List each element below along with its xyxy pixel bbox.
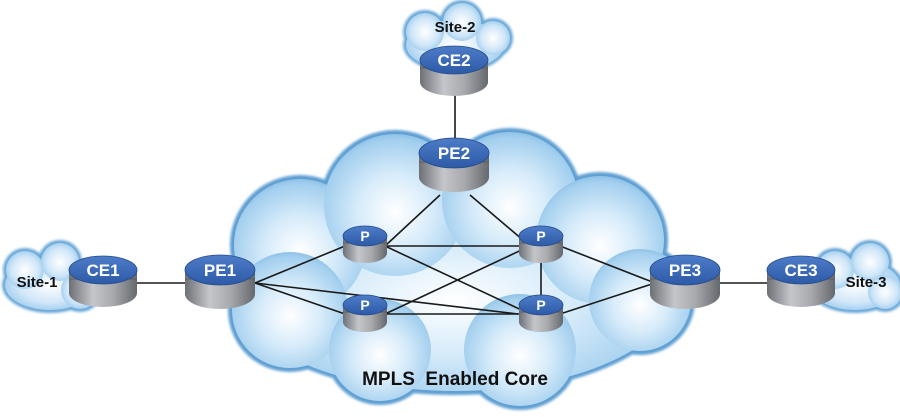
link-pe1-p-top-left	[254, 245, 346, 284]
router-p-bottom-left[interactable]: P	[342, 294, 388, 332]
mpls-core-cloud	[228, 128, 695, 410]
router-ce3[interactable]: CE3	[766, 255, 836, 307]
router-p-bottom-right[interactable]: P	[518, 294, 564, 332]
router-label-p-top-left: P	[360, 228, 369, 244]
router-pe1[interactable]: PE1	[184, 254, 256, 309]
router-label-p-bottom-left: P	[360, 297, 369, 313]
router-label-pe2: PE2	[438, 144, 470, 163]
link-pe2-p-top-left	[384, 194, 441, 247]
router-label-p-top-right: P	[536, 228, 545, 244]
router-ce1[interactable]: CE1	[68, 255, 138, 307]
network-links	[135, 90, 770, 315]
link-p-bottom-left-p-top-right	[384, 245, 531, 315]
link-p-top-right-pe3	[559, 245, 656, 284]
router-pe2[interactable]: PE2	[418, 137, 490, 192]
router-p-top-right[interactable]: P	[518, 225, 564, 263]
site-2-label: Site-2	[435, 19, 476, 36]
router-label-pe3: PE3	[669, 261, 701, 280]
mpls-core-label: MPLS Enabled Core	[362, 369, 548, 390]
router-label-ce1: CE1	[86, 261, 119, 280]
router-label-ce2: CE2	[437, 51, 470, 70]
router-pe3[interactable]: PE3	[649, 254, 721, 309]
site-3-label: Site-3	[846, 274, 887, 291]
site-1-label: Site-1	[17, 274, 58, 291]
router-label-ce3: CE3	[784, 261, 817, 280]
router-p-top-left[interactable]: P	[342, 225, 388, 263]
router-label-pe1: PE1	[204, 261, 236, 280]
link-pe1-p-bottom-left	[254, 282, 346, 315]
router-label-p-bottom-right: P	[536, 297, 545, 313]
link-pe1-p-bottom-right	[254, 282, 519, 315]
router-ce2[interactable]: CE2	[419, 45, 489, 96]
link-p-bottom-right-pe3	[559, 282, 656, 315]
